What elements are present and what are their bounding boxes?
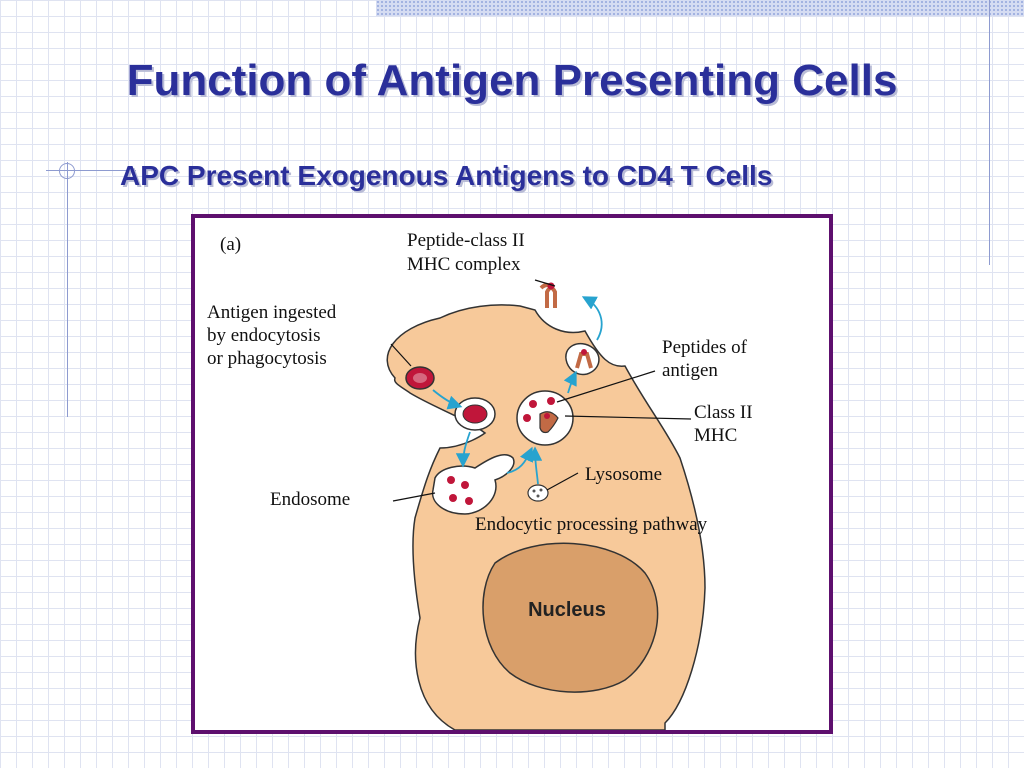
slide-title: Function of Antigen Presenting Cells <box>126 56 898 105</box>
figure-frame: Nucleus <box>191 214 833 734</box>
decor-line-horizontal <box>46 170 136 171</box>
antigen-surface <box>405 366 435 390</box>
apc-diagram: Nucleus <box>207 230 753 730</box>
label-lysosome: Lysosome <box>585 464 662 485</box>
surface-vesicle <box>565 342 600 376</box>
decor-line-vertical <box>67 162 68 417</box>
label-peptide-mhc-2: MHC complex <box>407 254 521 275</box>
lysosome <box>527 484 549 502</box>
panel-label: (a) <box>220 234 241 255</box>
decor-circle <box>59 163 75 179</box>
nucleus-label: Nucleus <box>528 599 606 621</box>
header-decor-strip <box>376 0 1024 16</box>
label-antigen-ingested-1: Antigen ingested <box>207 302 337 323</box>
label-peptide-mhc-1: Peptide-class II <box>407 230 525 251</box>
label-class-ii-2: MHC <box>694 425 737 446</box>
label-antigen-ingested-3: or phagocytosis <box>207 348 327 369</box>
peptide-mhc-complex <box>539 282 557 308</box>
label-peptides-2: antigen <box>662 360 718 381</box>
nucleus <box>482 542 659 693</box>
label-pathway: Endocytic processing pathway <box>475 514 708 535</box>
slide-subtitle: APC Present Exogenous Antigens to CD4 T … <box>120 160 773 191</box>
label-class-ii-1: Class II <box>694 402 753 423</box>
label-endosome: Endosome <box>270 489 350 510</box>
label-peptides-1: Peptides of <box>662 337 748 358</box>
label-antigen-ingested-2: by endocytosis <box>207 325 320 346</box>
decor-line-right <box>989 0 990 265</box>
